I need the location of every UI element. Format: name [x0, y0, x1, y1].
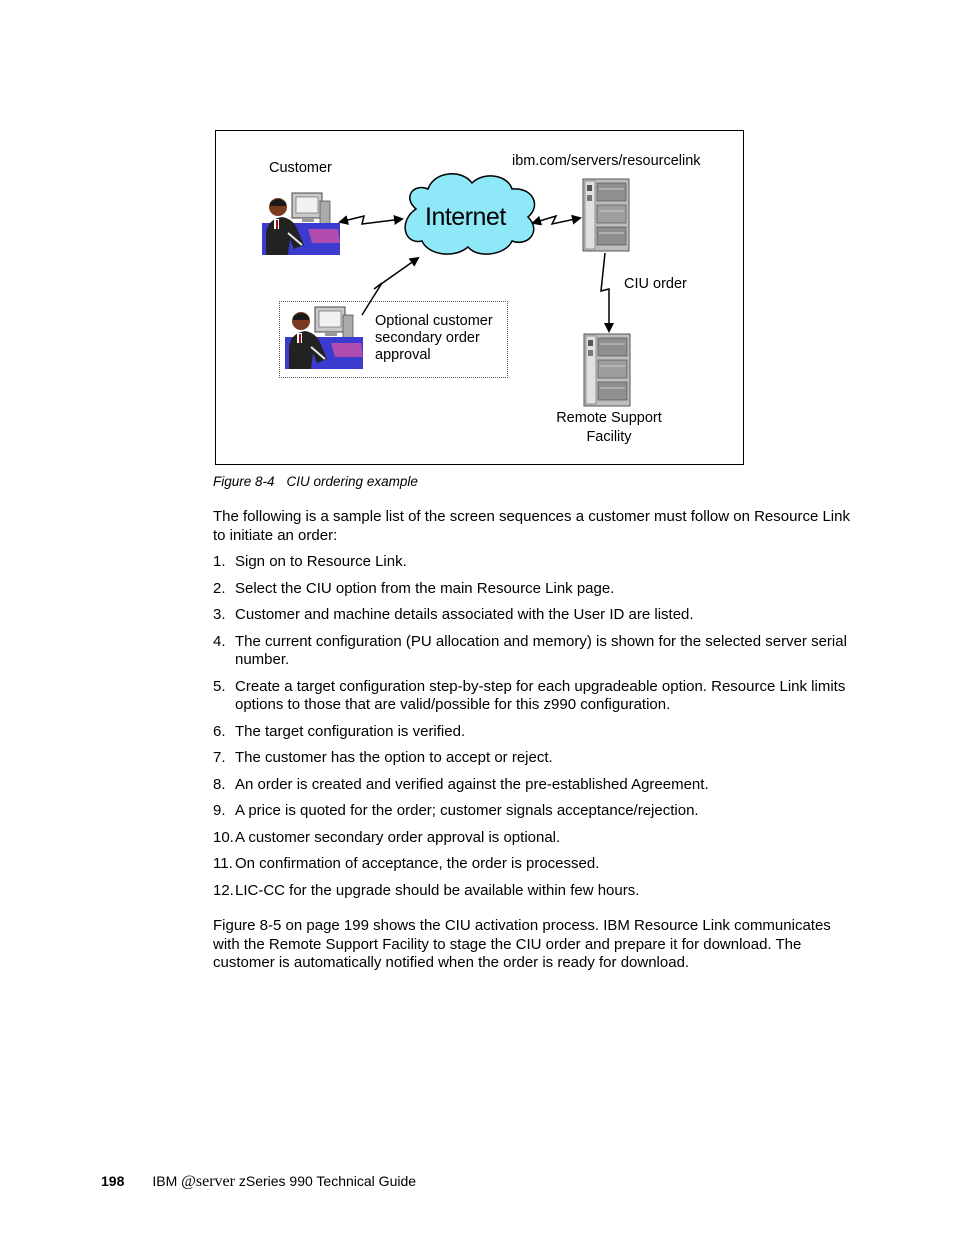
- step-text: Create a target configuration step-by-st…: [235, 677, 846, 714]
- list-item: 12.LIC-CC for the upgrade should be avai…: [213, 882, 853, 901]
- step-number: 11.: [213, 855, 233, 872]
- page-number: 198: [101, 1173, 125, 1189]
- step-text: Select the CIU option from the main Reso…: [235, 579, 615, 597]
- list-item: 8. An order is created and verified again…: [213, 776, 853, 795]
- step-number: 10.: [213, 828, 234, 846]
- step-text: Sign on to Resource Link.: [235, 553, 407, 570]
- rsf-label-line2: Facility: [586, 429, 632, 445]
- list-item: 9. A price is quoted for the order; custo…: [213, 802, 853, 821]
- optional-approval-box: [279, 301, 508, 378]
- step-number: 1.: [213, 553, 226, 570]
- optional-approval-label-line2: secondary order: [375, 330, 480, 346]
- resourcelink-server-icon: [582, 178, 630, 252]
- list-item: 2. Select the CIU option from the main Re…: [213, 580, 853, 599]
- step-text: The target configuration is verified.: [235, 722, 466, 740]
- figure-caption-text: CIU ordering example: [286, 474, 418, 489]
- step-number: 4.: [213, 632, 226, 650]
- list-item: 1. Sign on to Resource Link.: [213, 553, 853, 572]
- step-text: A customer secondary order approval is o…: [235, 828, 561, 846]
- step-number: 8.: [213, 775, 226, 793]
- page-footer: 198 IBM @server zSeries 990 Technical Gui…: [101, 1173, 416, 1191]
- list-item: 11.On confirmation of acceptance, the or…: [213, 855, 853, 874]
- step-text: An order is created and verified against…: [235, 775, 709, 793]
- figure-number: Figure 8-4: [213, 474, 275, 489]
- list-item: 4. The current configuration (PU allocati…: [213, 633, 853, 670]
- list-item: 10.A customer secondary order approval i…: [213, 829, 853, 848]
- step-number: 5.: [213, 677, 226, 695]
- list-item: 5. Create a target configuration step-by-…: [213, 678, 853, 715]
- list-item: 6. The target configuration is verified.: [213, 723, 853, 742]
- footer-brand: IBM: [152, 1173, 178, 1189]
- ciu-order-label: CIU order: [624, 276, 687, 292]
- closing-paragraph: Figure 8-5 on page 199 shows the CIU act…: [213, 917, 831, 971]
- step-number: 3.: [213, 606, 226, 623]
- step-number: 2.: [213, 579, 226, 597]
- step-number: 7.: [213, 749, 226, 766]
- lightning-link-internet-server: [532, 214, 582, 226]
- intro-paragraph: The following is a sample list of the sc…: [213, 508, 850, 544]
- list-item: 3. Customer and machine details associate…: [213, 606, 853, 625]
- footer-eserver-logo: @server: [181, 1173, 235, 1190]
- step-text: The current configuration (PU allocation…: [235, 632, 847, 669]
- step-text: Customer and machine details associated …: [235, 606, 694, 623]
- footer-title: zSeries 990 Technical Guide: [238, 1173, 417, 1189]
- lightning-link-ciu-order: [600, 252, 614, 333]
- figure-diagram: [261, 173, 631, 407]
- step-text: The customer has the option to accept or…: [235, 749, 553, 766]
- internet-cloud-icon: [404, 173, 536, 255]
- rsf-server-icon: [583, 333, 631, 407]
- customer-computer-icon: [261, 192, 341, 256]
- figure-caption: Figure 8-4 CIU ordering example: [213, 474, 418, 489]
- steps-list: 1. Sign on to Resource Link. 2. Select the…: [213, 553, 853, 908]
- optional-approval-label-line1: Optional customer: [375, 313, 493, 329]
- internet-label: Internet: [425, 203, 506, 231]
- step-text: A price is quoted for the order; custome…: [235, 802, 699, 819]
- customer-label: Customer: [269, 160, 332, 176]
- step-text: LIC-CC for the upgrade should be availab…: [235, 881, 640, 899]
- url-label: ibm.com/servers/resourcelink: [512, 153, 701, 169]
- step-number: 9.: [213, 802, 226, 819]
- rsf-label-line1: Remote Support: [556, 410, 662, 426]
- optional-approval-label-line3: approval: [375, 347, 431, 363]
- step-number: 12.: [213, 881, 234, 899]
- lightning-link-customer-internet: [339, 214, 404, 225]
- step-text: On confirmation of acceptance, the order…: [235, 855, 600, 872]
- step-number: 6.: [213, 722, 226, 740]
- lightning-link-approval-internet: [361, 256, 420, 316]
- list-item: 7. The customer has the option to accept …: [213, 749, 853, 768]
- figure-ciu-ordering: Customer ibm.com/servers/resourcelink In…: [215, 130, 744, 465]
